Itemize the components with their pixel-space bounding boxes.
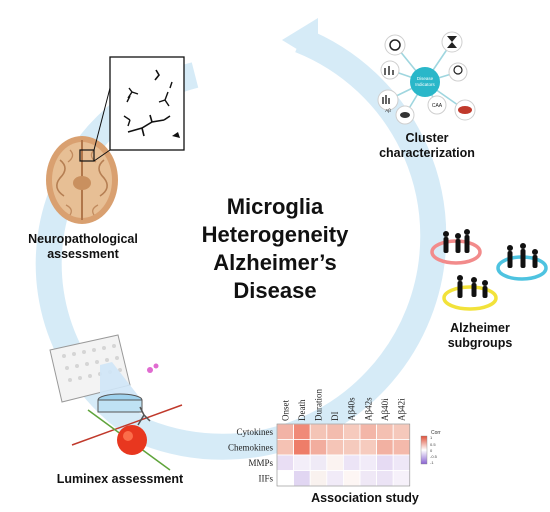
label-line: subgroups [447, 336, 513, 350]
corr-legend-tick: -1 [430, 460, 434, 465]
clock-icon [389, 39, 401, 51]
heatmap-cell [293, 470, 311, 487]
corr-legend-title: Corr [431, 430, 441, 436]
heatmap-cell [392, 423, 411, 440]
hourglass-icon [447, 36, 457, 48]
heatmap-column-label: DI [330, 412, 340, 422]
corr-legend-bar [420, 435, 428, 465]
bulb-icon [453, 65, 463, 75]
label-line: Neuropathological [28, 232, 138, 246]
title-line: Disease [233, 278, 317, 303]
brain-icon [458, 106, 472, 114]
microglia-zoom-inset [109, 56, 185, 151]
corr-legend-tick: 0 [430, 448, 433, 453]
heatmap-cell [359, 454, 378, 471]
heatmap-column-label: Aβ40s [347, 397, 357, 421]
heatmap-outline [276, 423, 411, 487]
heatmap-cell [376, 423, 394, 440]
brain-illustration [46, 87, 118, 224]
heatmap-cell [342, 454, 361, 471]
hub-node-caa: CAA [432, 103, 443, 109]
heatmap-cell [309, 439, 328, 456]
heatmap-row-label: Cytokines [236, 427, 273, 437]
arrow-head [282, 18, 318, 62]
heatmap-cell [392, 454, 411, 471]
heatmap-cell [326, 439, 344, 456]
heatmap-cell [359, 439, 378, 456]
heatmap-cell [276, 454, 295, 471]
heatmap-cell [342, 423, 361, 440]
heatmap-cell [309, 470, 328, 487]
disease-indicators-hub [377, 31, 476, 125]
heatmap-cell [293, 423, 311, 440]
heatmap-cell [359, 423, 378, 440]
central-title: Microglia Heterogeneity Alzheimer’s Dise… [195, 193, 355, 305]
heatmap-column-label: Aβ40i [380, 398, 390, 421]
heatmap-cell [293, 439, 311, 456]
luminex-assessment-label: Luminex assessment [56, 472, 184, 486]
tree-icon [384, 66, 394, 75]
association-study-label: Association study [311, 491, 419, 505]
bar-chart-icon [382, 95, 390, 104]
heatmap-cell [276, 470, 295, 487]
heatmap-row-label: IIFs [258, 473, 273, 483]
label-line: assessment [47, 247, 119, 261]
mouse-icon [400, 112, 410, 118]
heatmap-cell [342, 439, 361, 456]
heatmap-cell [326, 470, 344, 487]
heatmap-cell [359, 470, 378, 487]
heatmap-column-label: Aβ42i [397, 398, 407, 421]
cluster-characterization-label: Cluster characterization [372, 131, 482, 161]
title-line: Alzheimer’s [213, 250, 337, 275]
heatmap-cell [376, 454, 394, 471]
neuropathological-assessment-label: Neuropathological assessment [8, 232, 158, 262]
label-line: characterization [379, 146, 475, 160]
heatmap-cell [309, 454, 328, 471]
heatmap-column-label: Onset [280, 400, 290, 421]
corr-legend-tick: 1 [430, 435, 433, 440]
heatmap-cell [326, 454, 344, 471]
heatmap-cell [326, 423, 344, 440]
patient-subgroups-illustration [430, 229, 548, 311]
luminex-illustration [49, 334, 183, 471]
heatmap-row-label: MMPs [248, 458, 273, 468]
heatmap-column-label: Duration [314, 389, 324, 421]
heatmap-row-label: Chemokines [228, 442, 273, 452]
hub-center-line-2: Indicators [415, 82, 435, 87]
heatmap-cell [376, 439, 394, 456]
corr-legend-tick: -0.5 [430, 454, 438, 459]
heatmap-cell [376, 470, 394, 487]
corr-legend-tick: 0.5 [430, 442, 436, 447]
hub-center-line-1: Disease [417, 76, 434, 81]
heatmap-cell [276, 423, 295, 440]
label-line: Alzheimer [450, 321, 510, 335]
heatmap-cell [293, 454, 311, 471]
heatmap-cell [392, 470, 411, 487]
heatmap-cell [276, 439, 295, 456]
heatmap-cell [392, 439, 411, 456]
title-line: Heterogeneity [201, 222, 349, 247]
heatmap-column-label: Death [297, 399, 307, 421]
hub-node-abeta: Aβ [385, 108, 391, 113]
heatmap-column-label: Aβ42s [363, 397, 373, 421]
heatmap-cell [309, 423, 328, 440]
label-line: Cluster [405, 131, 449, 145]
alzheimer-subgroups-label: Alzheimer subgroups [430, 321, 530, 351]
title-line: Microglia [226, 194, 324, 219]
heatmap-cell [342, 470, 361, 487]
